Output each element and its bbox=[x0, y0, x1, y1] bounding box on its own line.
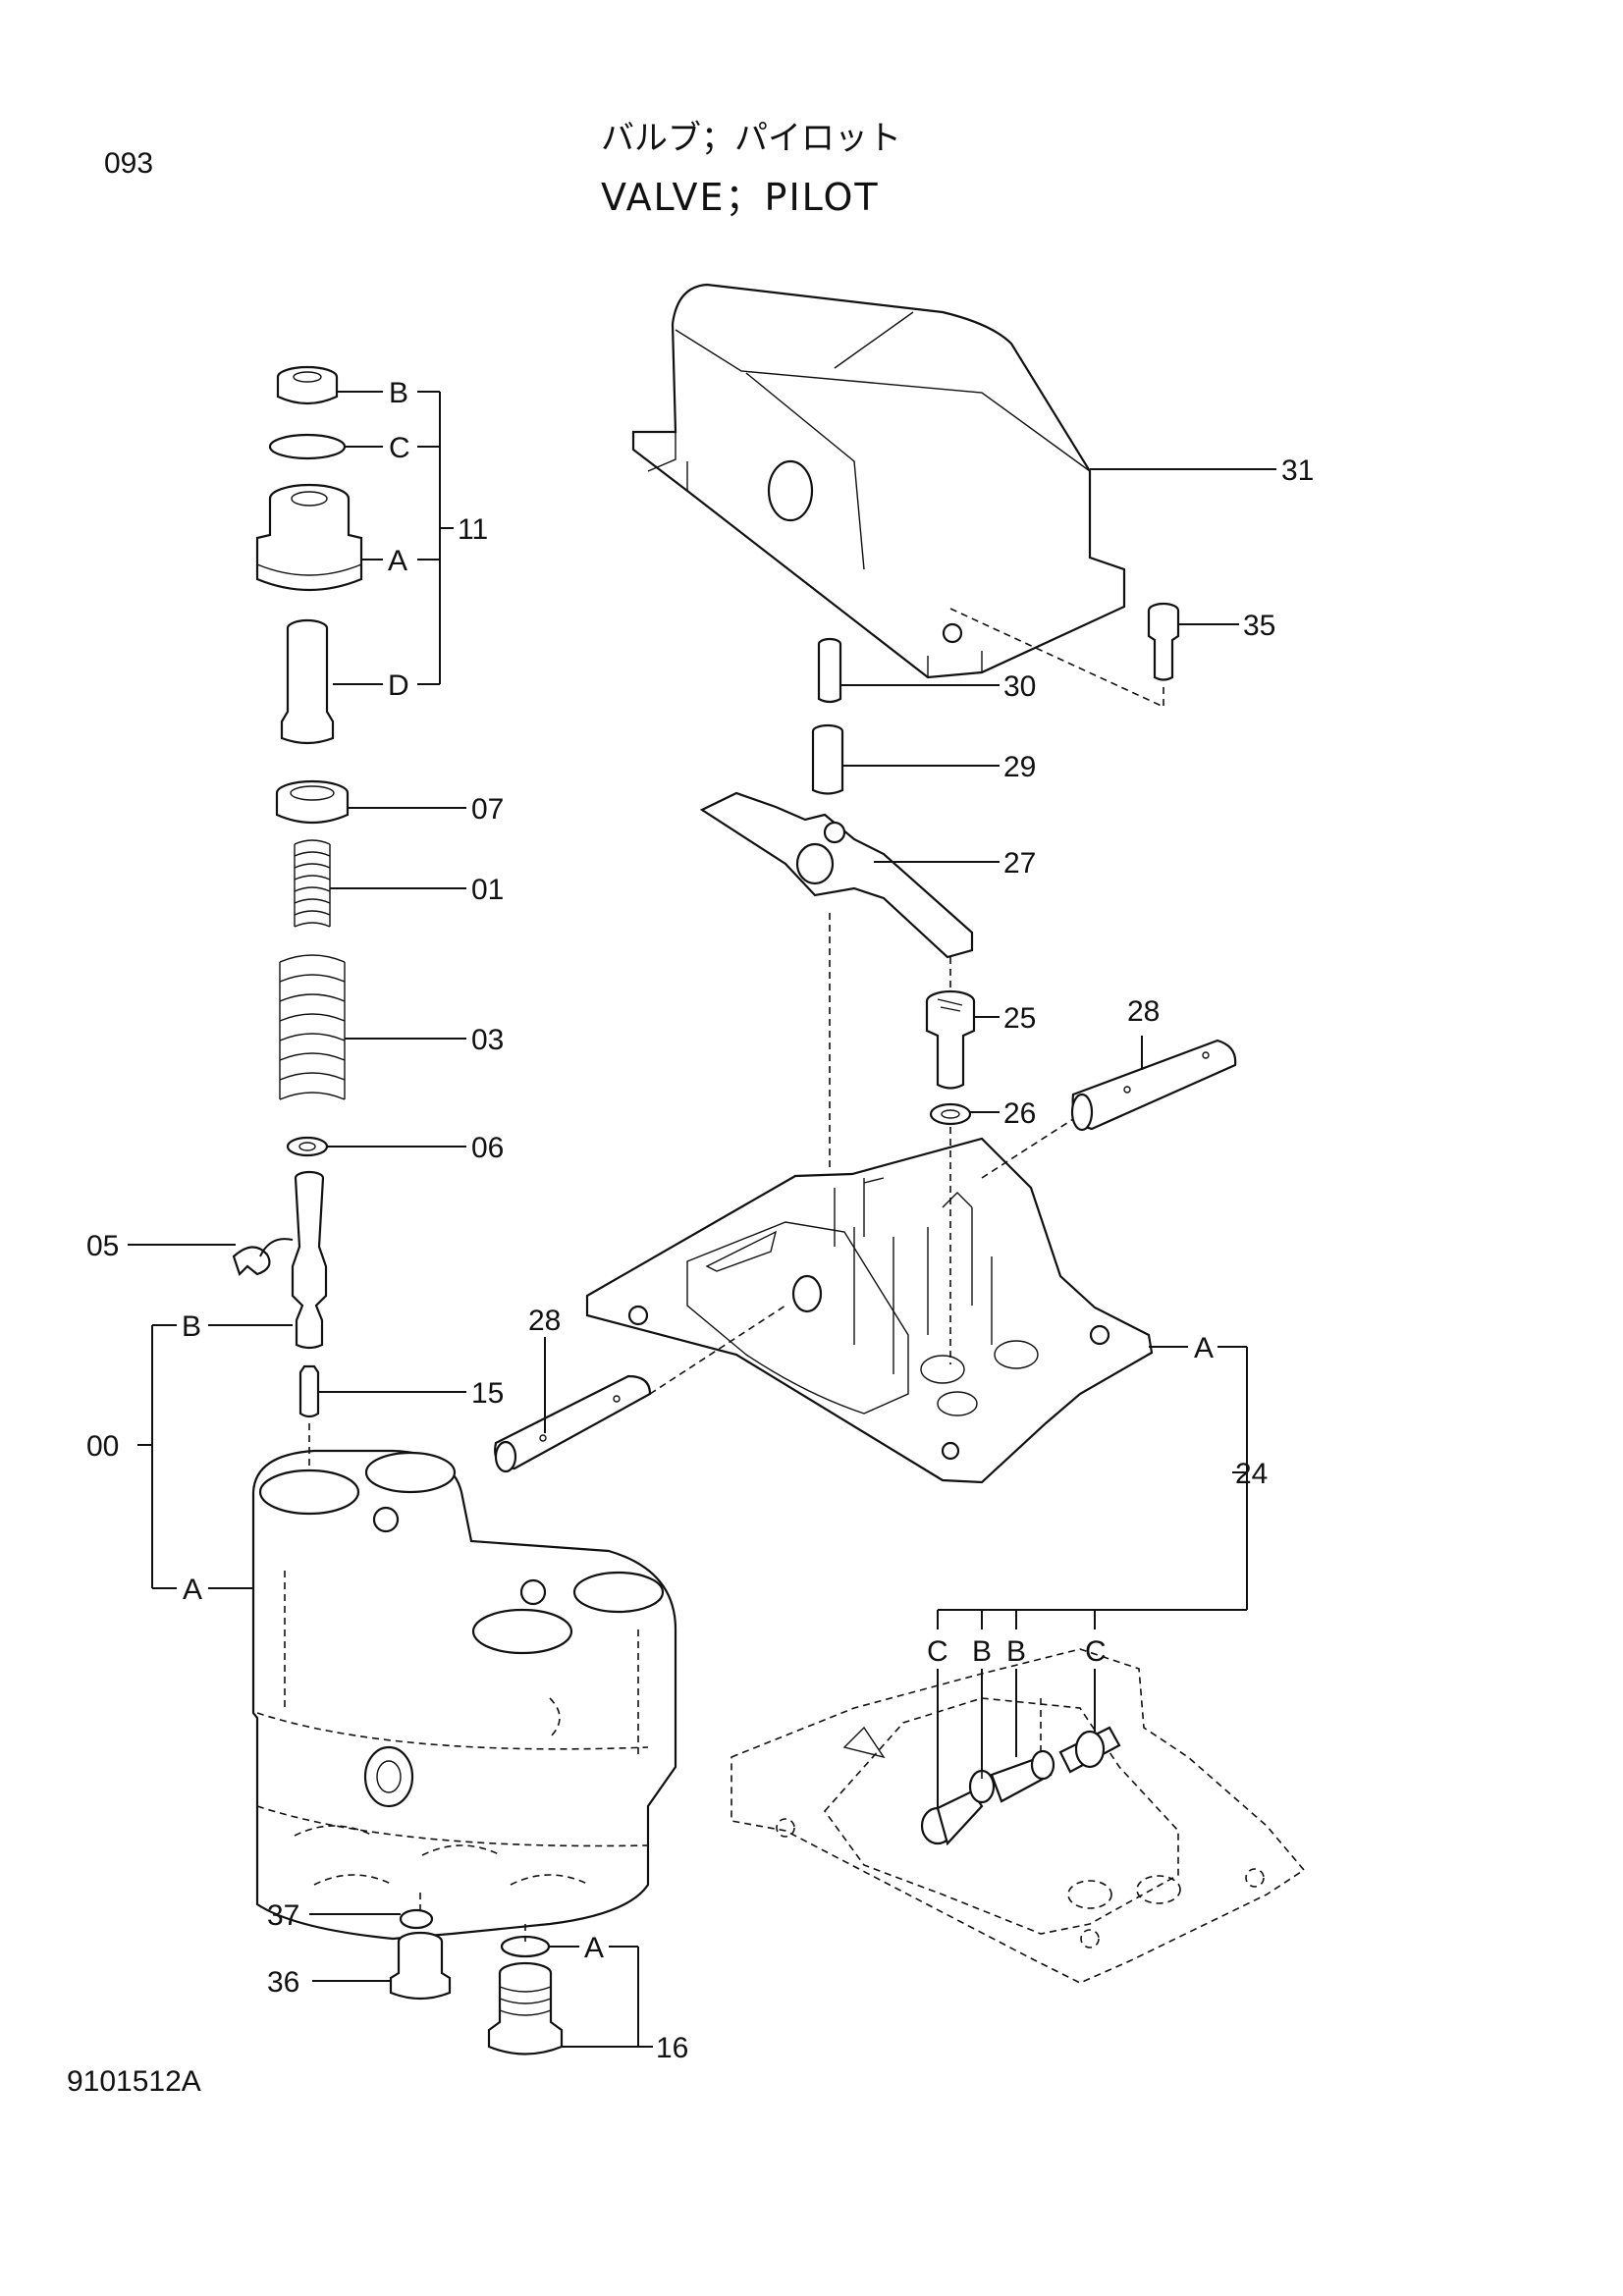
callout-31: 31 bbox=[1281, 454, 1314, 487]
callout-24-b-right: B bbox=[1006, 1635, 1026, 1668]
callout-28-top: 28 bbox=[1127, 995, 1160, 1028]
callout-01: 01 bbox=[471, 874, 504, 906]
callout-36: 36 bbox=[267, 1966, 299, 1999]
callout-03: 03 bbox=[471, 1024, 504, 1056]
callout-11-a: A bbox=[388, 545, 407, 577]
callout-11-c: C bbox=[389, 432, 410, 464]
part-26-washer bbox=[929, 1102, 972, 1126]
callout-26: 26 bbox=[1003, 1097, 1036, 1130]
center-lines bbox=[308, 608, 1164, 1942]
part-11d-plunger bbox=[280, 618, 335, 745]
callout-00-a: A bbox=[183, 1574, 202, 1606]
part-27-lever bbox=[699, 791, 974, 959]
title-japanese: バルブ；パイロット bbox=[601, 119, 901, 158]
part-11b-seal bbox=[276, 365, 339, 405]
part-06-washer bbox=[286, 1136, 329, 1157]
part-29-pin bbox=[811, 723, 844, 795]
part-24a-base-plate bbox=[585, 1137, 1154, 1484]
callout-16: 16 bbox=[656, 2032, 688, 2064]
callout-24-a: A bbox=[1194, 1332, 1214, 1364]
callout-24-b-left: B bbox=[972, 1635, 992, 1668]
callout-24: 24 bbox=[1235, 1458, 1268, 1490]
callout-00: 00 bbox=[86, 1430, 119, 1463]
part-28-pin-upper bbox=[1070, 1039, 1237, 1132]
part-37-o-ring bbox=[399, 1908, 434, 1930]
part-00b-spool bbox=[291, 1170, 328, 1350]
leader-lines bbox=[128, 391, 1276, 2048]
callout-11: 11 bbox=[458, 513, 488, 546]
callout-29: 29 bbox=[1003, 751, 1036, 783]
part-00a-valve-body bbox=[251, 1449, 677, 1941]
callout-28-left: 28 bbox=[528, 1305, 561, 1337]
callout-11-b: B bbox=[389, 377, 408, 409]
callout-30: 30 bbox=[1003, 670, 1036, 703]
callout-labels: B C A D 11 07 01 03 06 05 15 B A 00 37 3… bbox=[86, 377, 1314, 2064]
drawing-code: 9101512A bbox=[67, 2065, 201, 2098]
callout-35: 35 bbox=[1243, 610, 1275, 642]
part-25-bolt bbox=[925, 989, 976, 1090]
title-english: VALVE；PILOT bbox=[601, 176, 880, 219]
part-16-fitting bbox=[487, 1961, 564, 2056]
part-01-spring-small bbox=[294, 839, 331, 928]
part-11a-guide bbox=[255, 483, 363, 592]
part-24-lower-base bbox=[730, 1648, 1306, 1984]
callout-24-c-left: C bbox=[927, 1635, 948, 1668]
callout-07: 07 bbox=[471, 793, 504, 826]
callout-25: 25 bbox=[1003, 1002, 1036, 1035]
part-15-pin bbox=[298, 1364, 320, 1418]
callout-05: 05 bbox=[86, 1230, 119, 1262]
part-03-spring-large bbox=[279, 954, 346, 1100]
callout-06: 06 bbox=[471, 1132, 504, 1164]
callout-24-c-right: C bbox=[1085, 1635, 1107, 1668]
part-31-cover bbox=[631, 283, 1126, 679]
part-35-bolt bbox=[1147, 602, 1180, 681]
part-30-pin bbox=[817, 637, 842, 704]
callout-37: 37 bbox=[267, 1899, 299, 1932]
part-11c-o-ring bbox=[268, 433, 347, 460]
callout-11-d: D bbox=[388, 669, 409, 702]
part-07-seal bbox=[275, 779, 350, 825]
page-number: 093 bbox=[104, 147, 153, 180]
part-36-plug bbox=[389, 1931, 452, 2001]
callout-00-b: B bbox=[182, 1310, 201, 1343]
callout-15: 15 bbox=[471, 1377, 504, 1410]
callout-16-a: A bbox=[584, 1932, 604, 1964]
part-28-pin-lower bbox=[494, 1374, 652, 1473]
callout-27: 27 bbox=[1003, 847, 1036, 880]
